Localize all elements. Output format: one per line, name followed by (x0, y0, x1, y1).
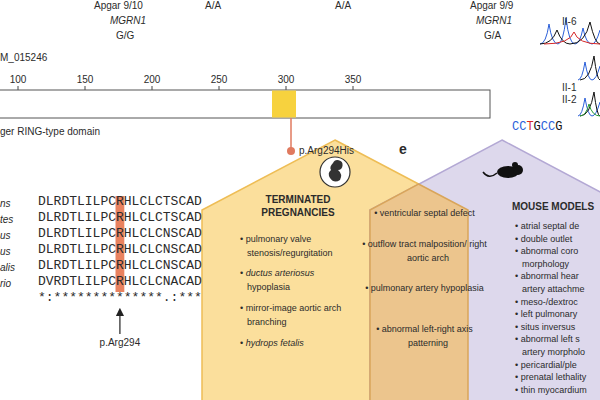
base-letter: C (541, 120, 548, 134)
bullet-item: • hydrops fetalis (240, 336, 351, 350)
bullet-item: • pulmonary artery hypoplasia (358, 281, 491, 295)
mouse-tail (483, 172, 497, 176)
figure-label: G/A (484, 30, 501, 42)
base-letter: C (512, 120, 519, 134)
protein-bar (0, 90, 490, 118)
figure-label: Apgar 9/10 (94, 0, 143, 12)
chromatogram (540, 18, 600, 116)
figure-label: MGRN1 (110, 15, 146, 27)
base-letter: G (555, 120, 562, 134)
sequence-row: DLRDTLILPCRHLCLCTSCAD (38, 211, 202, 226)
axis-number: 250 (204, 74, 234, 86)
figure-label: II-6 (562, 16, 576, 28)
bullet-item: • left pulmonary (515, 308, 600, 321)
species-name: us (0, 230, 11, 242)
sequence-row: DVRDTLILPCRHLCLCNACAD (38, 275, 202, 290)
sequence-row: DLRDTLILPCRHLCLCTSCAD (38, 195, 202, 210)
axis-tick (85, 86, 86, 90)
figure-label: p.Arg294His (299, 145, 354, 157)
bullet-item: • meso-/dextroc (515, 296, 600, 309)
bullet-item: • situs inversus (515, 321, 600, 334)
bullet-item: • thin myocardium (515, 384, 600, 397)
figure-label: II-1 (562, 82, 576, 94)
bullet-item: • ductus arteriosus hypoplasia (240, 266, 351, 294)
species-name: ns (0, 198, 11, 210)
base-letter: T (526, 120, 533, 134)
chromatogram-trace (580, 92, 600, 116)
mouse-icon (483, 162, 523, 178)
base-letter: C (519, 120, 526, 134)
figure-label: MGRN1 (476, 15, 512, 27)
figure-label: A/A (205, 0, 221, 12)
sequence-row: DLRDTLILPCRHLCLCNSCAD (38, 259, 202, 274)
species-name: alis (0, 262, 15, 274)
chromatogram-trace (580, 56, 600, 80)
bullet-item: • mirror-image aortic arch branching (240, 301, 351, 329)
bullet-item: • prenatal lethality (515, 371, 600, 384)
node-outline (370, 140, 468, 400)
species-name: tes (0, 214, 13, 226)
overlap-region: • ventricular septal defect• outflow tra… (370, 140, 468, 400)
bullet-item: • outflow tract malposition/ right aorti… (358, 237, 491, 265)
sequence-row: DLRDTLILPCRHLCLCNSCAD (38, 243, 202, 258)
figure-label: p.Arg294 (100, 337, 141, 349)
bullet-item: • pericardial/ple (515, 359, 600, 372)
base-letter: C (548, 120, 555, 134)
axis-number: 150 (70, 74, 100, 86)
axis-tick (18, 86, 19, 90)
variant-pin-head (287, 147, 295, 155)
variant-pin (290, 118, 292, 148)
fetus-shape (329, 160, 343, 182)
bullet-item: • double outlet (515, 233, 600, 246)
axis-tick (353, 86, 354, 90)
sequence-row: *:**************.:*** (38, 291, 202, 306)
bullet-item: • abnormal hear artery attachme (515, 270, 600, 295)
fetus-icon (320, 157, 350, 187)
text-word: fetalis (280, 338, 304, 348)
text-word: • (240, 338, 246, 348)
ring-domain (272, 91, 296, 118)
figure-label: M_015246 (0, 52, 47, 64)
figure-label: A/A (335, 0, 351, 12)
figure-label: e (399, 141, 407, 157)
mouse-ear (512, 162, 518, 168)
bullet-item: • abnormal coro morphology (515, 245, 600, 270)
species-name: rio (0, 278, 11, 290)
figure-label: Apgar 9/9 (470, 0, 513, 12)
bullet-item: • abnormal left-right axis patterning (358, 322, 491, 350)
axis-ticks (18, 86, 353, 90)
text-word: hydrops (246, 338, 281, 348)
bullet-item: • ventricular septal defect (358, 206, 491, 220)
axis-number: 200 (137, 74, 167, 86)
figure-label: CCTGCCG (512, 121, 562, 135)
base-letter: G (534, 120, 541, 134)
axis-tick (286, 86, 287, 90)
axis-tick (219, 86, 220, 90)
text-word: ductus (246, 268, 275, 278)
axis-tick (152, 86, 153, 90)
position-arrow (119, 312, 120, 334)
figure-label: II-2 (562, 94, 576, 106)
text-word: • (240, 268, 246, 278)
figure-label: ger RING-type domain (0, 126, 100, 138)
figure-label: G/G (116, 30, 134, 42)
bullet-item: • abnormal left s artery morpholo (515, 333, 600, 358)
chromatogram-trace (544, 32, 600, 44)
bullet-item: • atrial septal de (515, 220, 600, 233)
node-heading: MOUSE MODELS (498, 200, 600, 213)
text-word: arteriosus (275, 268, 315, 278)
sequence-row: DLRDTLILPCRHLCLCNSCAD (38, 227, 202, 242)
bullet-item: • pulmonary valve stenosis/regurgitation (240, 232, 351, 260)
text-word: hypoplasia (247, 282, 290, 292)
node-heading: TERMINATED PREGNANCIES (243, 193, 353, 219)
axis-number: 300 (271, 74, 301, 86)
axis-number: 100 (3, 74, 33, 86)
axis-number: 350 (338, 74, 368, 86)
species-name: us (0, 246, 11, 258)
chromatogram-trace (580, 104, 600, 116)
icon-circle (320, 157, 350, 187)
